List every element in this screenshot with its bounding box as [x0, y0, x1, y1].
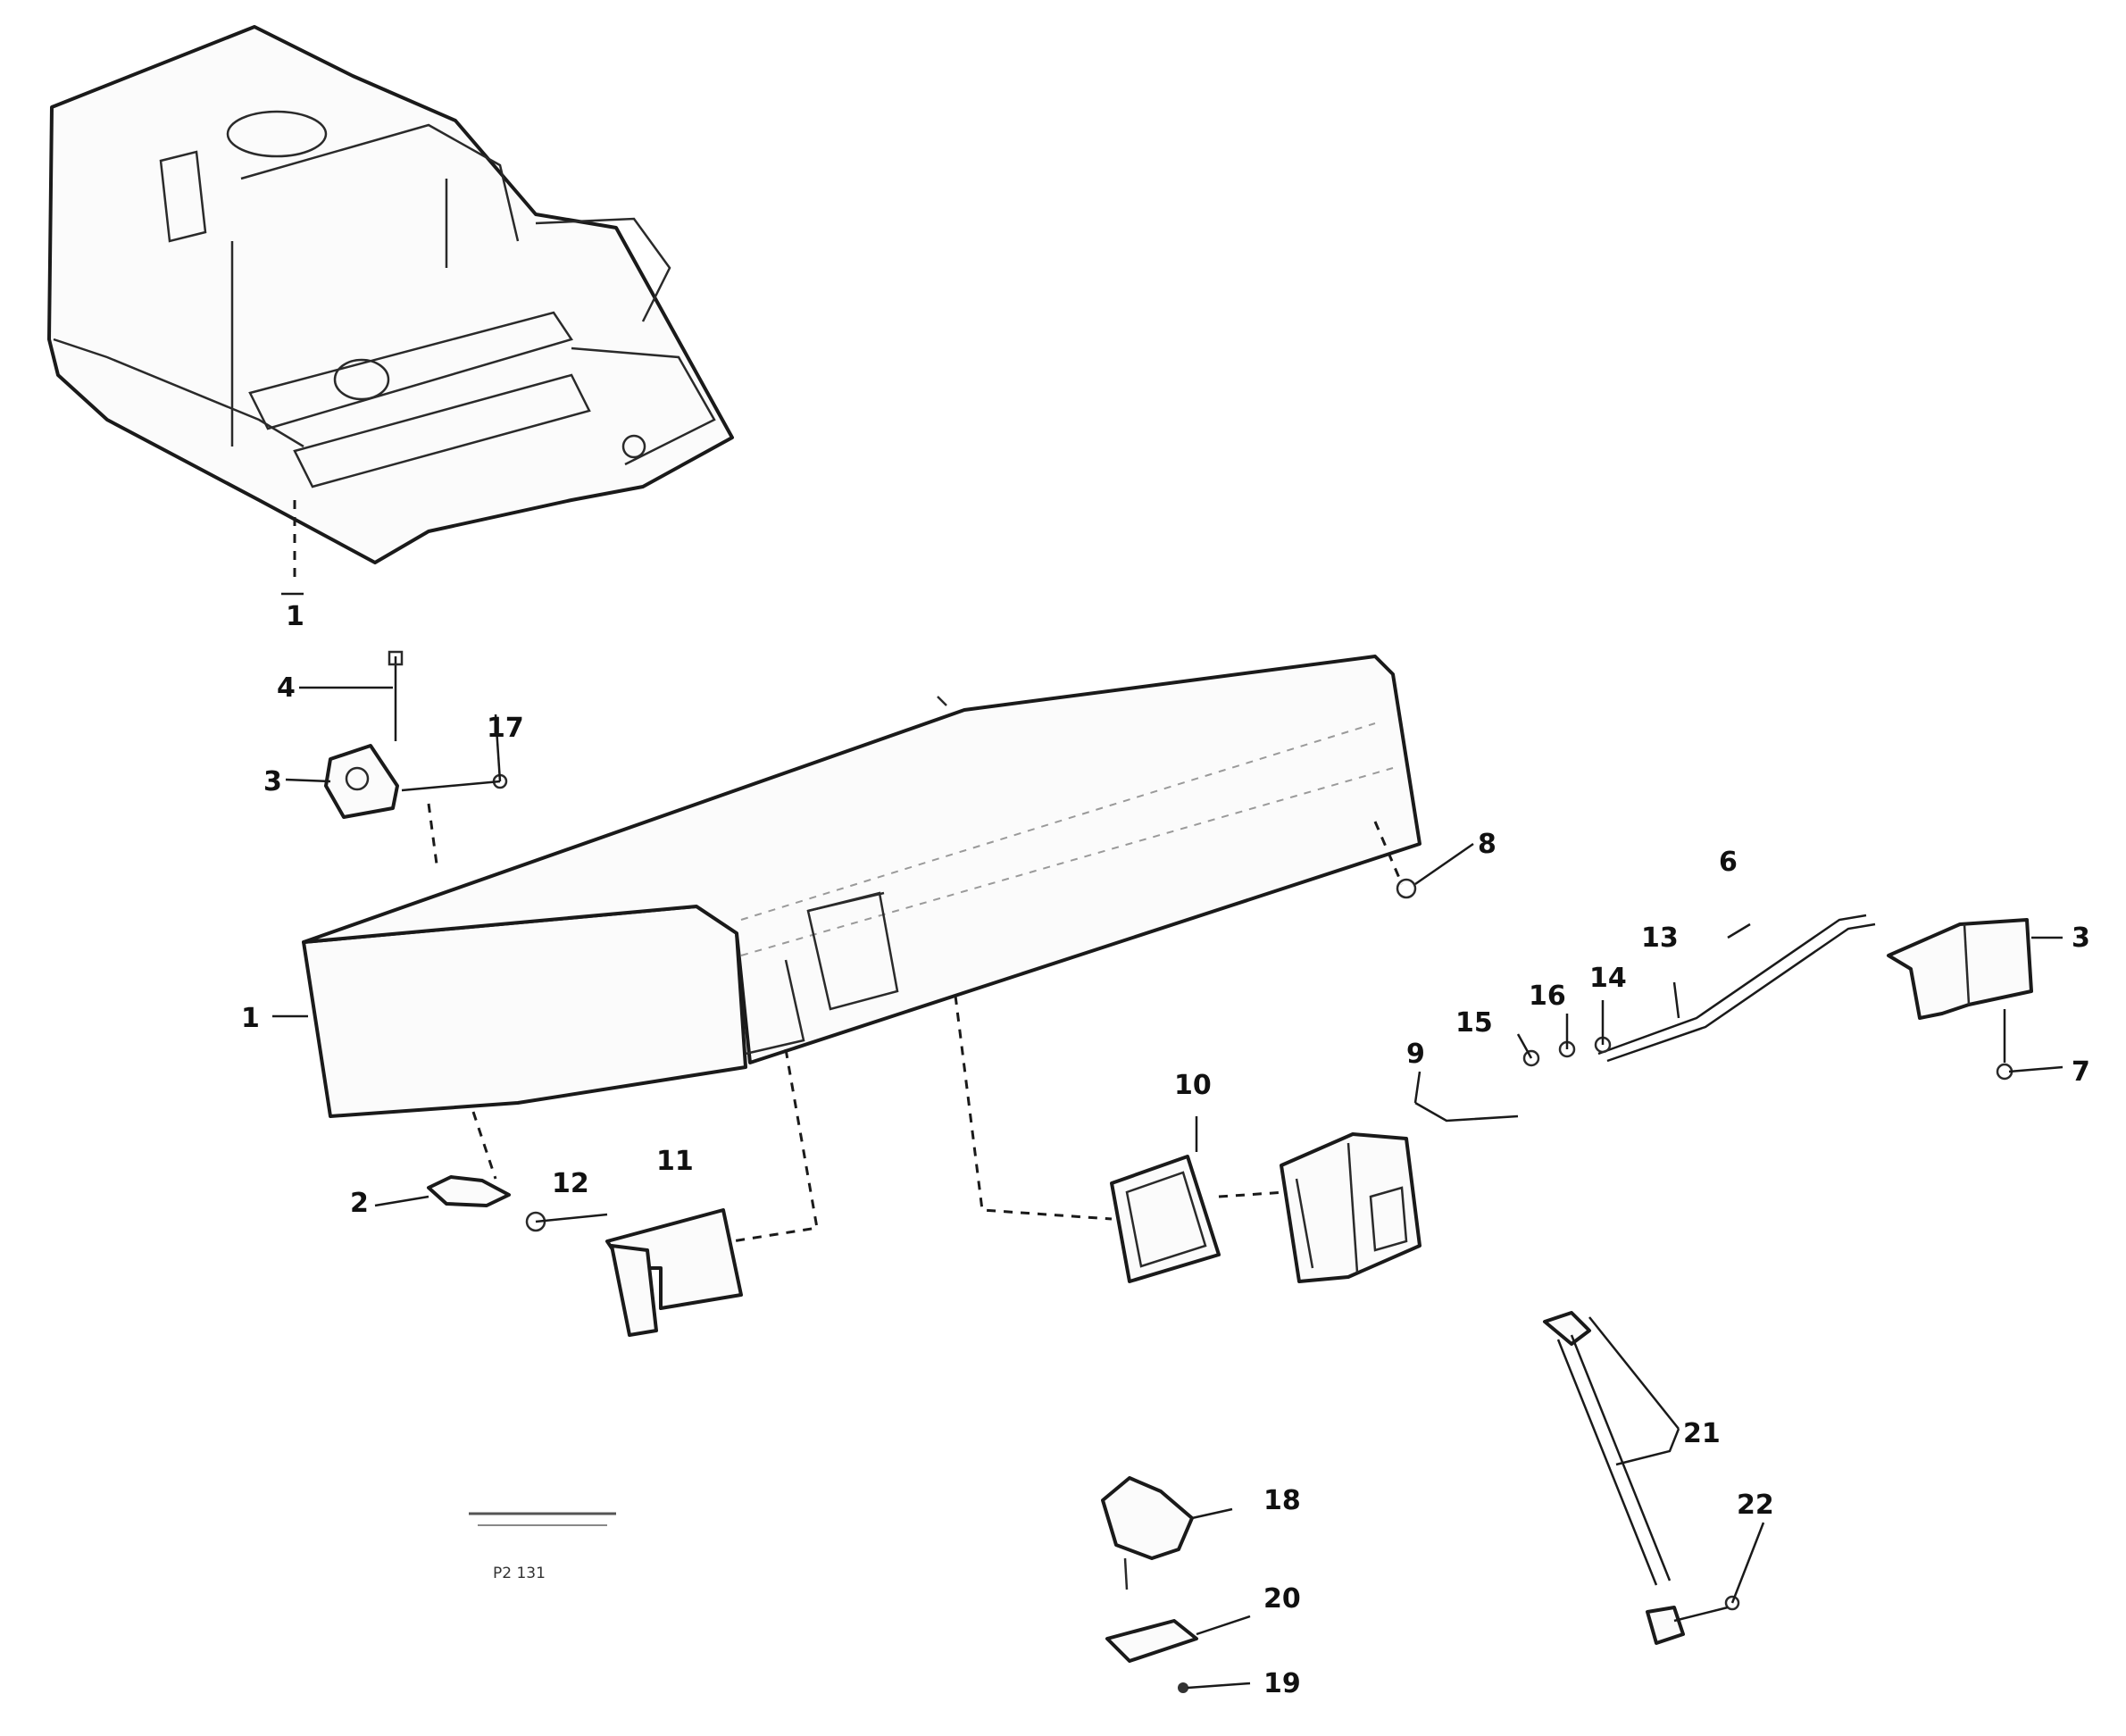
stay-rod-part-21: [1543, 1311, 1685, 1645]
nut-part-8: [1396, 878, 1417, 899]
callout-11: 11: [656, 1146, 694, 1177]
hinge-part-3-left: [324, 744, 399, 819]
callout-14: 14: [1589, 963, 1627, 994]
callout-1-top: 1: [286, 601, 304, 632]
bracket-part-11: [605, 1208, 743, 1337]
callout-13: 13: [1641, 922, 1679, 954]
screw-part-22: [1724, 1595, 1740, 1611]
hinge-part-3-right: [1887, 918, 2033, 1020]
leader-lines: [272, 500, 2063, 1690]
dashboard-assembly: [47, 25, 734, 564]
callout-15: 15: [1455, 1007, 1493, 1039]
callout-9: 9: [1406, 1039, 1425, 1070]
figure-code: P2 131: [493, 1565, 546, 1582]
callout-labels: 1 1 2 3 3 4 6 7 8 9 10 11 12 13 14 15 16…: [241, 601, 2090, 1699]
callout-19: 19: [1263, 1668, 1301, 1699]
plate-part-20: [1105, 1619, 1198, 1663]
bolt-part-2: [427, 1175, 511, 1207]
bracket-part-18: [1101, 1476, 1194, 1590]
washer-part-15: [1522, 1049, 1540, 1067]
frame-part-10: [1110, 1155, 1221, 1283]
callout-6: 6: [1719, 847, 1738, 878]
callout-12: 12: [552, 1168, 589, 1199]
callout-17: 17: [487, 713, 524, 744]
callout-1-left: 1: [241, 1003, 260, 1034]
callout-20: 20: [1263, 1583, 1301, 1615]
bolt-part-4: [388, 650, 404, 741]
rod-part-13: [1597, 914, 1876, 1063]
callout-4: 4: [277, 672, 296, 704]
callout-7: 7: [2072, 1056, 2090, 1088]
figure-code-block: P2 131: [469, 1512, 616, 1582]
callout-3-right: 3: [2072, 922, 2090, 954]
callout-10: 10: [1174, 1070, 1212, 1101]
callout-22: 22: [1737, 1490, 1774, 1521]
callout-8: 8: [1478, 829, 1497, 860]
callout-21: 21: [1683, 1418, 1721, 1449]
callout-3-left: 3: [263, 766, 282, 797]
callout-2: 2: [350, 1188, 369, 1219]
main-panel: [302, 655, 1422, 1118]
callout-18: 18: [1263, 1485, 1301, 1516]
box-part-9: [1280, 1132, 1422, 1283]
callout-16: 16: [1529, 981, 1566, 1012]
screw-part-19: [1178, 1682, 1188, 1693]
